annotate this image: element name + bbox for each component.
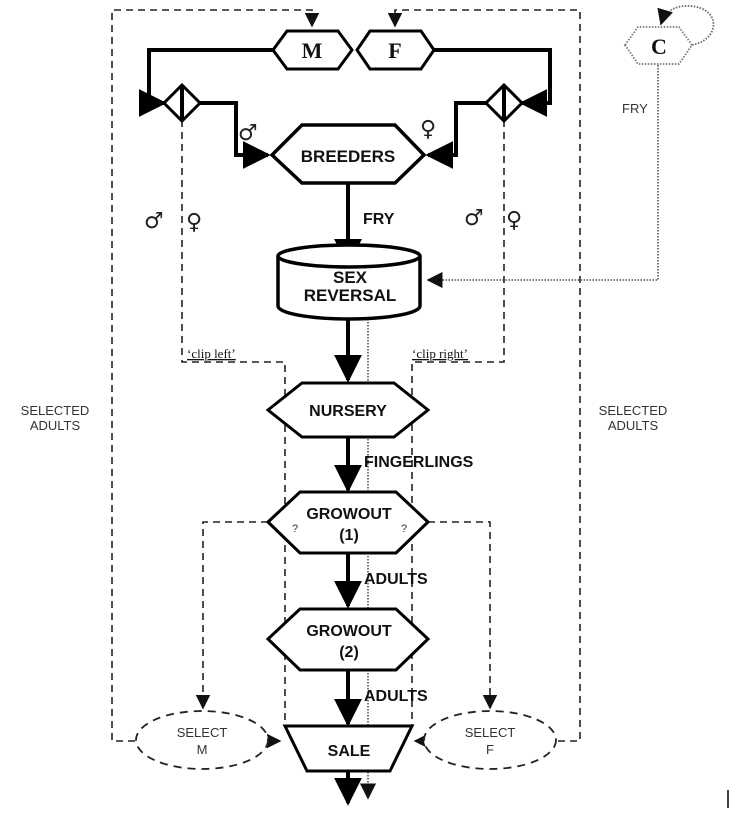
growout1-to-select-f — [428, 521, 498, 710]
left-diamond-to-breeders — [200, 101, 271, 169]
node-growout1[interactable]: GROWOUT (1) ? ? — [265, 490, 431, 555]
node-sex-reversal[interactable]: SEX REVERSAL — [276, 243, 422, 321]
node-growout2[interactable]: GROWOUT (2) — [265, 607, 431, 672]
c-self-loop — [657, 5, 715, 46]
right-diamond-to-breeders — [425, 101, 486, 169]
node-select-m[interactable]: SELECT M — [135, 710, 269, 770]
node-sale-label: SALE — [328, 743, 371, 760]
male-symbol-icon: ♂ — [238, 121, 258, 146]
f-to-right-diamond — [434, 48, 552, 117]
node-c[interactable]: C — [623, 26, 694, 65]
c-fry-line — [426, 65, 659, 289]
m-to-left-diamond — [138, 48, 273, 117]
node-sex-reversal-line1: SEX — [333, 268, 368, 287]
right-male-symbol-icon: ♂ — [464, 206, 484, 231]
selected-adults-left-line1: SELECTED — [21, 403, 90, 418]
left-selection-diamond — [161, 82, 203, 124]
node-select-f[interactable]: SELECT F — [423, 710, 557, 770]
selected-adults-left-line2: ADULTS — [30, 418, 81, 433]
female-symbol-icon: ♀ — [420, 117, 436, 142]
growout1-to-select-m — [195, 521, 268, 710]
node-breeders-label: BREEDERS — [301, 147, 395, 166]
left-male-symbol-icon: ♂ — [144, 209, 164, 234]
selected-adults-right-line1: SELECTED — [599, 403, 668, 418]
selected-adults-left-loop — [111, 9, 320, 742]
right-female-symbol-icon: ♀ — [506, 208, 522, 233]
node-nursery[interactable]: NURSERY — [265, 381, 431, 439]
right-selection-diamond — [483, 82, 525, 124]
adults-label-1: ADULTS — [364, 571, 428, 588]
node-select-f-line1: SELECT — [465, 725, 516, 740]
growout1-right-question: ? — [401, 523, 407, 535]
node-growout1-line1: GROWOUT — [306, 506, 392, 523]
clip-right-label: ‘clip right’ — [412, 346, 468, 361]
selected-adults-right-loop — [387, 9, 581, 742]
node-select-f-line2: F — [486, 742, 494, 757]
node-c-label: C — [651, 34, 667, 59]
node-nursery-label: NURSERY — [309, 403, 387, 420]
clip-left-line — [181, 120, 286, 726]
clip-right-line — [411, 120, 505, 726]
node-sale[interactable]: SALE — [282, 724, 415, 773]
node-breeders[interactable]: BREEDERS — [269, 123, 427, 185]
node-f-label: F — [388, 38, 401, 63]
text-cursor-mark — [727, 790, 729, 808]
node-select-m-line1: SELECT — [177, 725, 228, 740]
node-growout1-line2: (1) — [339, 527, 359, 544]
node-f[interactable]: F — [355, 29, 436, 71]
left-female-symbol-icon: ♀ — [186, 210, 202, 235]
selected-adults-right-line2: ADULTS — [608, 418, 659, 433]
clip-left-label: ‘clip left’ — [187, 346, 236, 361]
node-growout2-line2: (2) — [339, 644, 359, 661]
fry-label: FRY — [363, 211, 395, 228]
node-sex-reversal-line2: REVERSAL — [304, 286, 397, 305]
node-m-label: M — [302, 38, 323, 63]
node-growout2-line1: GROWOUT — [306, 623, 392, 640]
growout1-left-question: ? — [292, 523, 298, 535]
adults-label-2: ADULTS — [364, 688, 428, 705]
c-fry-label: FRY — [622, 101, 648, 116]
node-m[interactable]: M — [271, 29, 354, 71]
node-select-m-line2: M — [197, 742, 208, 757]
fingerlings-label: FINGERLINGS — [364, 454, 474, 471]
